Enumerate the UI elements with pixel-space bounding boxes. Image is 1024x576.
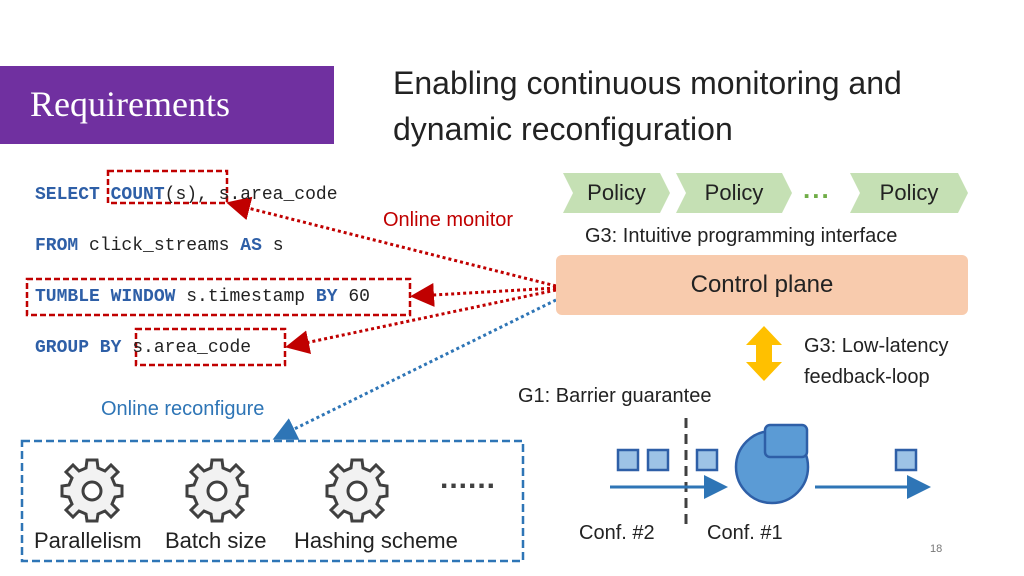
keyword: SELECT <box>35 185 100 205</box>
monitor-arrow-window <box>410 282 557 307</box>
query-text: s.timestamp <box>186 287 306 307</box>
online-reconfigure-label: Online reconfigure <box>101 398 265 420</box>
policy-ellipsis: ... <box>803 174 831 204</box>
operator-icon <box>734 423 810 505</box>
query-line-4: GROUP BY s.area_code <box>35 337 251 359</box>
reconfigure-arrow <box>272 298 557 440</box>
query-text: 60 <box>348 287 370 307</box>
knob-label-parallelism: Parallelism <box>34 528 142 553</box>
monitor-box-window <box>25 277 412 317</box>
conf2-label: Conf. #2 <box>579 522 655 544</box>
knob-label-hashing: Hashing scheme <box>294 528 458 553</box>
query-line-1: SELECT COUNT(s), s.area_code <box>35 184 338 206</box>
gear-icon <box>325 458 389 523</box>
g3-programming-label: G3: Intuitive programming interface <box>585 225 898 247</box>
g1-barrier-label: G1: Barrier guarantee <box>518 385 712 407</box>
query-line-2: FROM click_streams AS s <box>35 235 284 257</box>
query-line-3: TUMBLE WINDOW s.timestamp BY 60 <box>35 286 370 308</box>
policy-label: Policy <box>704 180 764 205</box>
monitor-box-count <box>106 169 229 205</box>
query-text: click_streams <box>89 236 230 256</box>
title-line-1: Enabling continuous monitoring and <box>393 65 902 101</box>
conf1-label: Conf. #1 <box>707 522 783 544</box>
section-banner <box>0 66 334 144</box>
policy-chevron-2 <box>676 173 792 213</box>
query-text: (s), <box>164 185 208 205</box>
stream-event <box>894 448 918 472</box>
g3-latency-line-2: feedback-loop <box>804 366 930 388</box>
double-arrow-icon <box>746 326 782 381</box>
title-line-2: dynamic reconfiguration <box>393 111 733 147</box>
page-number: 18 <box>930 543 943 555</box>
query-text: s.area_code <box>218 185 338 205</box>
policy-chevron-1 <box>563 173 670 213</box>
query-text: s.area_code <box>132 338 252 358</box>
query-text: s <box>272 236 284 256</box>
keyword: TUMBLE WINDOW <box>35 287 176 307</box>
g3-latency-line-1: G3: Low-latency <box>804 335 949 357</box>
monitor-arrow-count <box>226 196 557 288</box>
section-label: Requirements <box>30 84 230 124</box>
control-plane-box: Control plane <box>556 255 968 315</box>
policy-label: Policy <box>879 180 939 205</box>
stream-event <box>616 448 640 472</box>
monitor-box-groupby <box>134 327 287 367</box>
stream-event <box>646 448 670 472</box>
keyword: GROUP BY <box>35 338 122 358</box>
knobs-box <box>20 439 525 563</box>
keyword: COUNT <box>110 185 165 205</box>
knobs-ellipsis: ...... <box>440 462 497 495</box>
stream-event <box>695 448 719 472</box>
slide-title: Enabling continuous monitoring and dynam… <box>393 60 993 152</box>
gear-icon <box>60 458 124 523</box>
keyword: BY <box>315 287 338 307</box>
policy-chevron-3 <box>850 173 968 213</box>
keyword: AS <box>240 236 262 256</box>
online-monitor-label: Online monitor <box>383 209 514 231</box>
keyword: FROM <box>35 236 79 256</box>
knob-label-batch-size: Batch size <box>165 528 267 553</box>
g3-latency-label: G3: Low-latency feedback-loop <box>804 331 949 393</box>
gear-icon <box>185 458 249 523</box>
policy-label: Policy <box>587 180 646 205</box>
